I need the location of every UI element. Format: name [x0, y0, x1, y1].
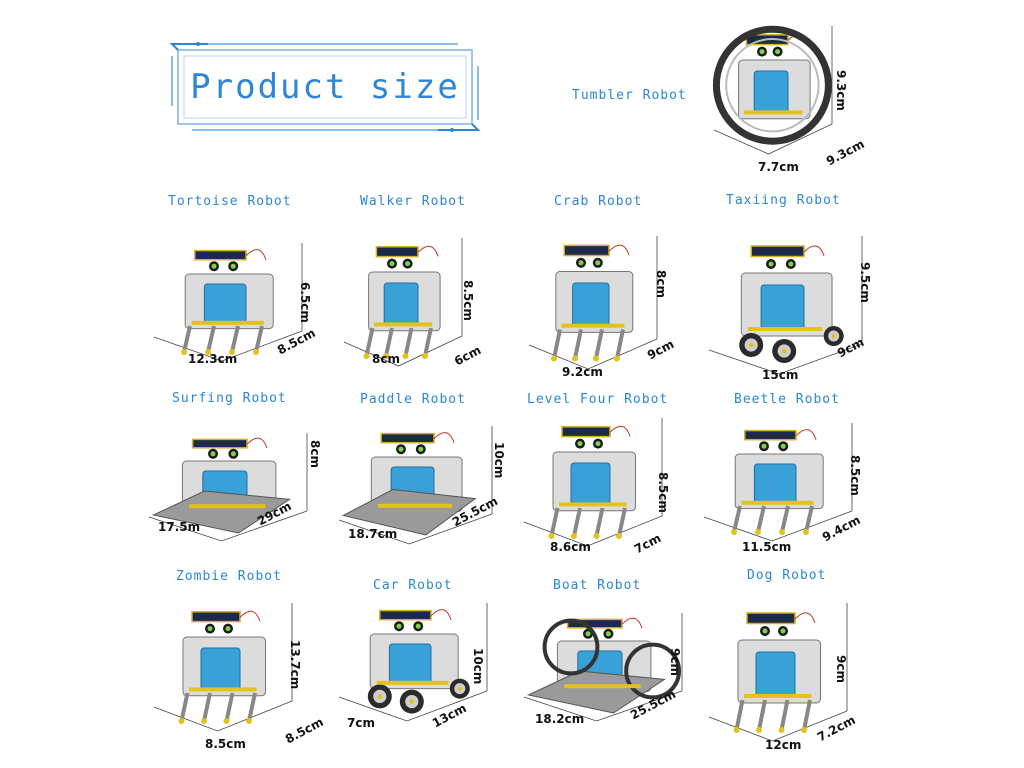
dimension-height: 9cm — [668, 648, 682, 676]
dimension-height: 8.5cm — [656, 472, 670, 513]
robot-name-label: Walker Robot — [360, 194, 466, 209]
robot-name-label: Taxiing Robot — [726, 193, 841, 208]
robot-name-label: Tumbler Robot — [572, 88, 687, 103]
robot-image — [340, 230, 470, 370]
dimension-height: 8cm — [654, 270, 668, 298]
robot-image — [335, 418, 500, 548]
dimension-height: 10cm — [471, 648, 485, 685]
dimension-length: 7.7cm — [758, 160, 799, 174]
robot-name-label: Zombie Robot — [176, 569, 282, 584]
robot-name-label: Car Robot — [373, 578, 453, 593]
robot-image — [705, 595, 855, 745]
robot-image — [335, 595, 495, 725]
dimension-length: 8.6cm — [550, 540, 591, 554]
robot-image — [705, 228, 870, 378]
robot-name-label: Crab Robot — [554, 194, 643, 209]
robot-image — [520, 410, 670, 550]
robot-image — [150, 595, 300, 735]
dimension-height: 10cm — [492, 442, 506, 479]
robot-name-label: Boat Robot — [553, 578, 642, 593]
dimension-height: 9.5cm — [858, 262, 872, 303]
robot-name-label: Beetle Robot — [734, 392, 840, 407]
dimension-length: 12cm — [765, 738, 802, 752]
dimension-height: 8.5cm — [848, 455, 862, 496]
robot-image — [145, 425, 315, 545]
robot-image — [150, 235, 310, 365]
dimension-height: 13.7cm — [288, 640, 302, 690]
dimension-length: 9.2cm — [562, 365, 603, 379]
dimension-height: 9.3cm — [834, 70, 848, 111]
dimension-height: 6.5cm — [298, 282, 312, 323]
robot-name-label: Tortoise Robot — [168, 194, 292, 209]
dimension-height: 8.5cm — [461, 280, 475, 321]
robot-image — [710, 18, 840, 158]
robot-name-label: Paddle Robot — [360, 392, 466, 407]
dimension-length: 17.5m — [158, 520, 201, 534]
dimension-length: 12.3cm — [188, 352, 238, 366]
robot-name-label: Dog Robot — [747, 568, 827, 583]
robot-name-label: Surfing Robot — [172, 391, 287, 406]
robot-image — [520, 605, 690, 725]
robot-image — [525, 228, 665, 373]
dimension-length: 8.5cm — [205, 737, 246, 751]
dimension-height: 9cm — [834, 655, 848, 683]
robot-image — [700, 415, 860, 545]
dimension-length: 18.2cm — [535, 712, 585, 726]
robot-name-label: Level Four Robot — [527, 392, 669, 407]
dimension-length: 7cm — [347, 716, 375, 730]
dimension-length: 18.7cm — [348, 527, 398, 541]
dimension-length: 8cm — [372, 352, 400, 366]
page-title: Product size — [190, 67, 460, 107]
dimension-length: 15cm — [762, 368, 799, 382]
title-frame: Product size — [168, 36, 482, 138]
title-frame-decoration — [169, 42, 481, 132]
dimension-length: 11.5cm — [742, 540, 792, 554]
dimension-height: 8cm — [308, 440, 322, 468]
